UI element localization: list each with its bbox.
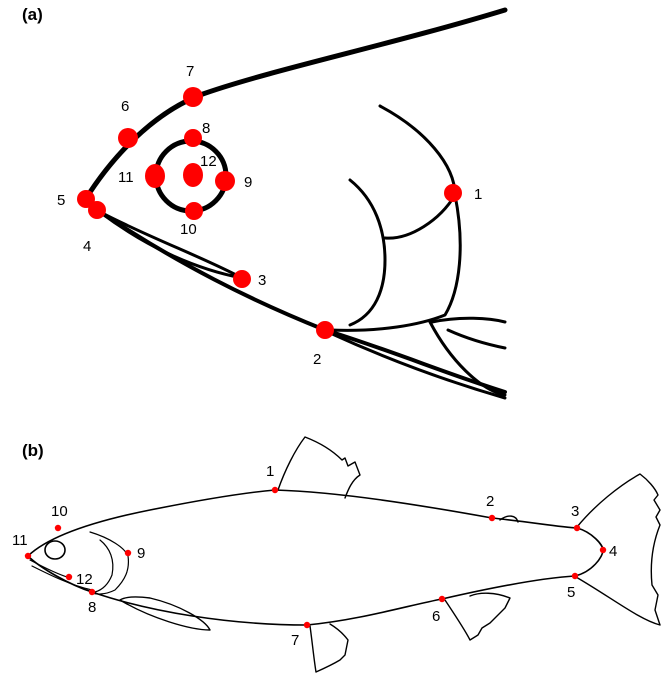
landmark-b-label-9: 9 [137, 545, 145, 562]
landmark-a-label-12: 12 [200, 153, 217, 170]
panel-b-label: (b) [22, 441, 44, 460]
landmark-b-1 [272, 487, 278, 493]
landmark-b-label-12: 12 [76, 571, 93, 588]
landmark-b-2 [489, 515, 495, 521]
landmark-a-label-7: 7 [186, 63, 194, 80]
landmark-b-7 [304, 622, 310, 628]
landmark-b-4 [600, 547, 606, 553]
landmark-b-9 [125, 550, 131, 556]
landmark-a-7 [183, 87, 203, 107]
landmark-a-1 [444, 184, 462, 202]
panel-b: (b) [12, 437, 660, 672]
landmark-a-label-4: 4 [83, 238, 91, 255]
landmark-a-label-10: 10 [180, 221, 197, 238]
landmark-b-3 [574, 525, 580, 531]
landmark-b-label-11: 11 [12, 532, 28, 549]
landmark-a-label-11: 11 [118, 169, 134, 186]
landmark-b-10 [55, 525, 61, 531]
landmark-a-10 [185, 202, 203, 220]
landmark-b-label-2: 2 [486, 493, 494, 510]
landmark-a-label-9: 9 [244, 174, 252, 191]
landmark-b-label-5: 5 [567, 584, 575, 601]
landmark-a-6 [118, 128, 138, 148]
landmark-b-label-3: 3 [571, 503, 579, 520]
landmark-b-label-7: 7 [291, 632, 299, 649]
landmark-b-label-10: 10 [51, 503, 68, 520]
landmark-a-label-3: 3 [258, 272, 266, 289]
landmark-b-label-4: 4 [609, 543, 617, 560]
landmark-a-8 [184, 129, 202, 147]
landmark-b-6 [439, 596, 445, 602]
landmark-a-label-1: 1 [474, 186, 482, 203]
landmark-a-5 [77, 190, 95, 208]
landmark-a-label-2: 2 [313, 351, 321, 368]
landmark-b-5 [572, 573, 578, 579]
head-outline [85, 10, 505, 398]
fish-outline [28, 437, 660, 672]
panel-a: (a) [22, 5, 505, 398]
landmark-b-label-1: 1 [266, 463, 274, 480]
landmark-a-3 [233, 270, 251, 288]
landmark-a-label-5: 5 [57, 192, 65, 209]
panel-a-label: (a) [22, 5, 43, 24]
landmark-b-8 [89, 589, 95, 595]
landmark-b-label-8: 8 [88, 599, 96, 616]
landmark-b-11 [25, 553, 31, 559]
landmark-a-9 [215, 171, 235, 191]
landmarks-a [77, 87, 462, 339]
landmark-a-label-6: 6 [121, 98, 129, 115]
landmark-labels-b: 1 2 3 4 5 6 7 8 9 10 11 12 [12, 463, 617, 649]
landmark-a-label-8: 8 [202, 120, 210, 137]
landmark-b-label-6: 6 [432, 608, 440, 625]
landmark-a-11 [145, 164, 165, 188]
landmark-b-12 [66, 574, 72, 580]
landmark-a-2 [316, 321, 334, 339]
